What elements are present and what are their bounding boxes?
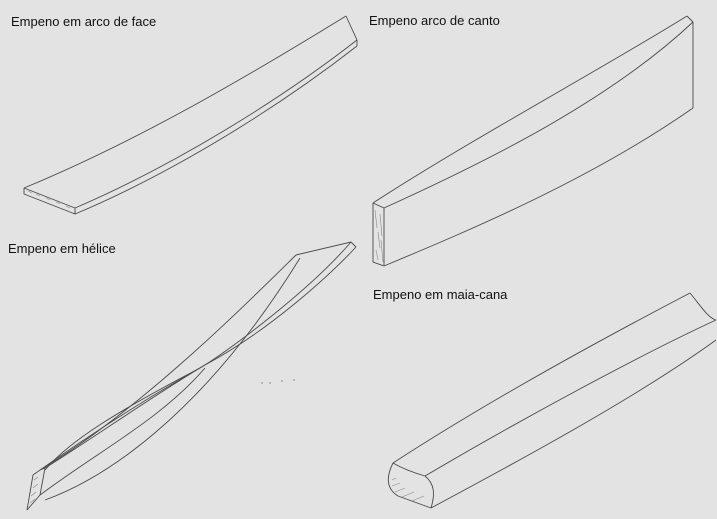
specks	[261, 379, 295, 384]
label-warp-face-bow: Empeno em arco de face	[11, 14, 157, 29]
face-bow-board	[23, 15, 358, 215]
cup-board	[387, 292, 717, 509]
label-warp-cup: Empeno em maia-cana	[373, 287, 508, 302]
edge-bow-board	[372, 15, 694, 267]
twist-board	[26, 241, 357, 511]
label-warp-edge-bow: Empeno arco de canto	[369, 13, 500, 28]
label-warp-twist: Empeno em hélice	[8, 241, 116, 256]
